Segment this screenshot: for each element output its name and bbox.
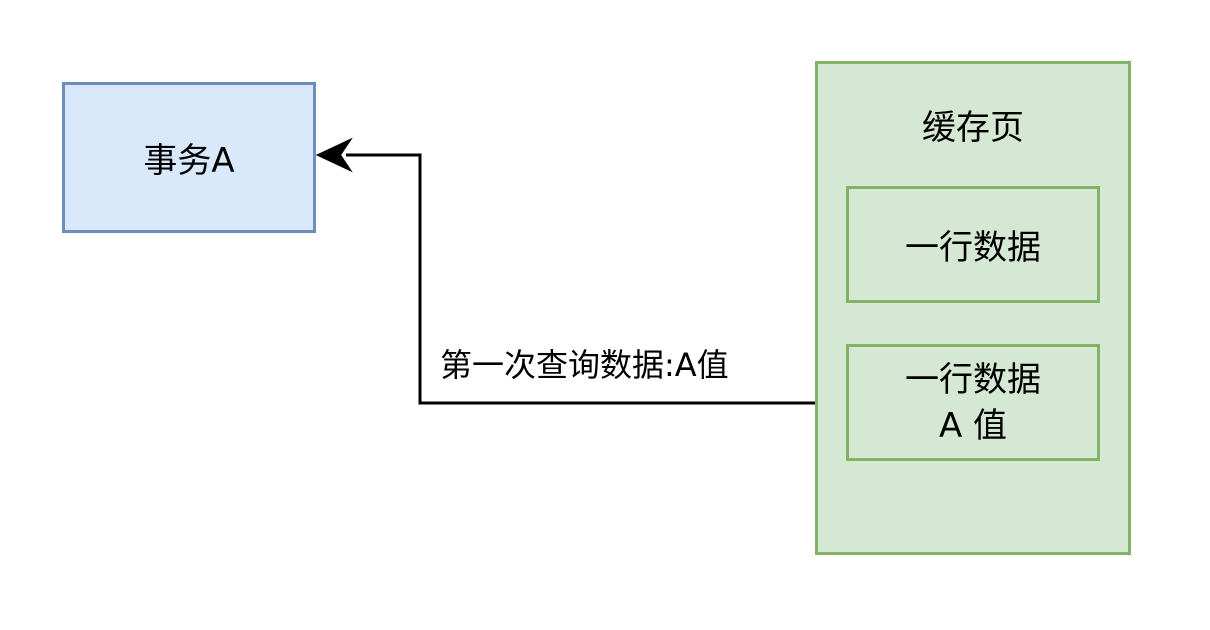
transaction-a-label: 事务A [143,141,235,181]
data-row-label: 一行数据 [905,359,1041,400]
query-arrow-line [346,153,846,405]
cache-page-title: 缓存页 [922,108,1024,148]
data-row-a-value-node[interactable]: 一行数据 A 值 [846,344,1100,461]
transaction-a-node[interactable]: 事务A [62,82,316,233]
arrowhead-icon [315,137,353,173]
query-edge-label: 第一次查询数据:A值 [440,346,729,384]
cache-page-container[interactable] [815,61,1131,555]
data-row-node[interactable]: 一行数据 [846,186,1100,303]
data-row-label: 一行数据 [905,228,1041,268]
a-value-label: A 值 [938,405,1008,446]
